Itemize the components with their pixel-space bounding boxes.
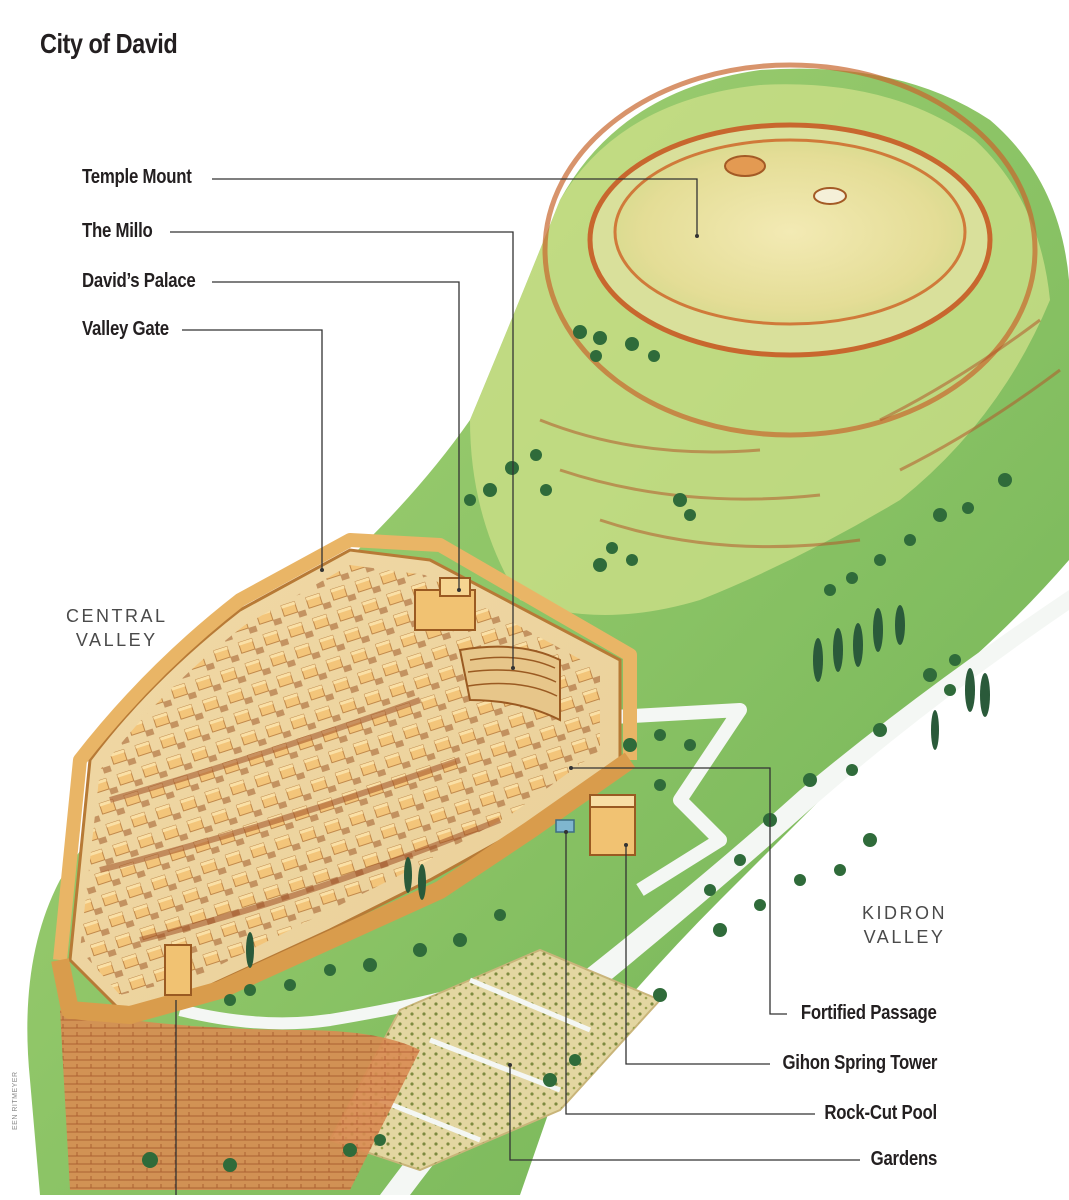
region-central-valley: CENTRAL VALLEY: [66, 606, 168, 650]
city-wall-front: [51, 752, 636, 1024]
rock-terraces: [60, 1010, 420, 1190]
davids-palace-upper: [439, 577, 471, 597]
summit-pit-2: [813, 187, 847, 205]
label-fortified-passage: Fortified Passage: [801, 1002, 937, 1024]
summit: [613, 138, 967, 326]
region-kidron-valley: KIDRON VALLEY: [862, 903, 948, 947]
valley-gate-tower: [164, 944, 192, 996]
zigzag-path: [559, 703, 747, 896]
leader-gihon-spring-tower: [625, 845, 770, 1065]
leader-temple-mount: [212, 178, 698, 236]
label-the-millo: The Millo: [82, 220, 153, 242]
label-davids-palace: David’s Palace: [82, 270, 196, 292]
millo-step-lines: [467, 656, 558, 697]
summit-pit-1: [724, 155, 766, 177]
leader-lines: [170, 178, 860, 1195]
label-temple-mount: Temple Mount: [82, 166, 192, 188]
label-gardens: Gardens: [870, 1148, 938, 1170]
leader-dots: [320, 234, 699, 1067]
illustration-credit: EEN RITMEYER: [12, 1071, 19, 1130]
leader-rock-cut-pool: [565, 832, 815, 1115]
label-rock-cut-pool: Rock-Cut Pool: [824, 1102, 938, 1124]
city-terraces: [99, 697, 502, 943]
page-title: City of David: [40, 28, 178, 59]
trees: [142, 325, 1012, 1172]
garden-dividers: [379, 977, 591, 1143]
leader-the-millo: [170, 231, 514, 668]
rock-cut-pool-basin: [555, 819, 575, 833]
city-wall: [53, 533, 637, 961]
gihon-tower-top: [589, 794, 636, 808]
label-valley-gate: Valley Gate: [82, 318, 169, 340]
terrace-outer: [542, 62, 1038, 438]
leader-davids-palace: [212, 281, 460, 590]
leader-gardens: [509, 1065, 860, 1161]
label-gihon-spring-tower: Gihon Spring Tower: [782, 1052, 937, 1074]
cypress-trees: [246, 605, 990, 968]
leader-valley-gate: [182, 329, 323, 570]
leader-fortified-passage: [571, 767, 787, 1015]
